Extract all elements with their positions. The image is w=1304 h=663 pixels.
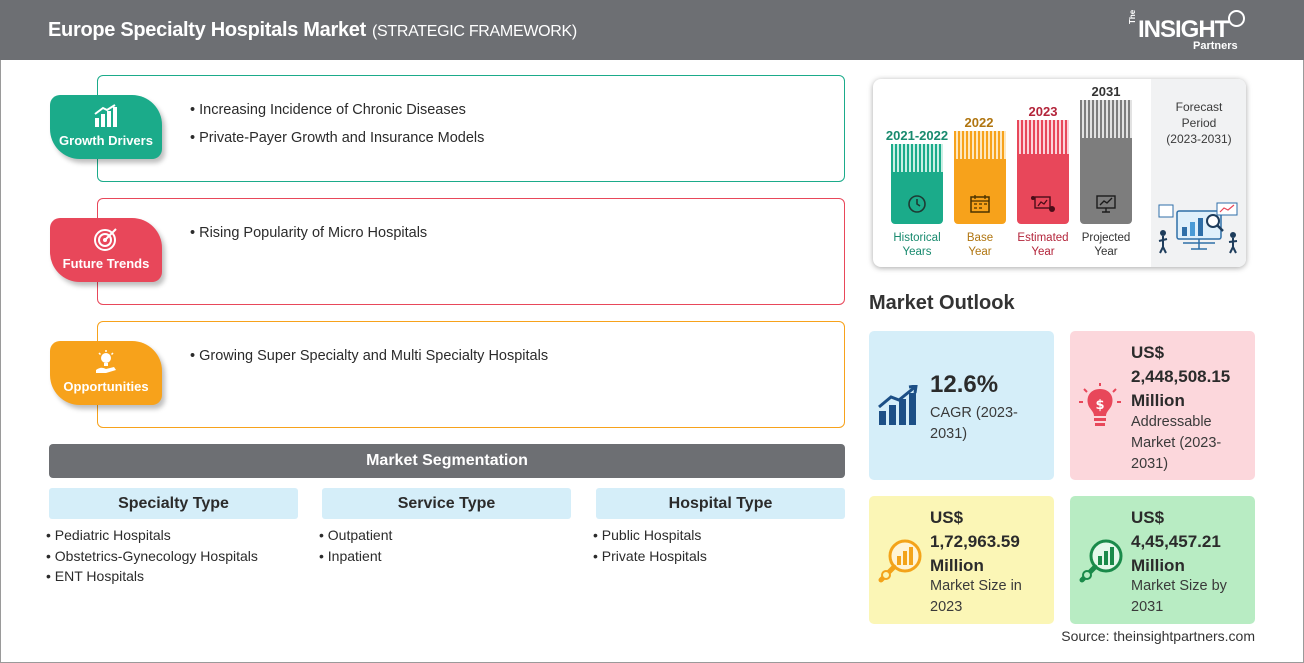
segment-heading: Service Type: [322, 488, 571, 519]
list-item: • Growing Super Specialty and Multi Spec…: [190, 348, 549, 364]
timeline-bar-historical: [891, 144, 943, 224]
list-item: • ENT Hospitals: [46, 568, 145, 584]
tag-label: Future Trends: [62, 256, 150, 271]
opportunities-list: • Growing Super Specialty and Multi Spec…: [190, 342, 548, 370]
segment-service-type: Service Type • Outpatient • Inpatient: [319, 488, 571, 566]
logo-ring-icon: [1228, 10, 1245, 27]
market-outlook-title: Market Outlook: [869, 292, 1015, 314]
logo-the: The: [1128, 9, 1137, 24]
segment-specialty-type: Specialty Type • Pediatric Hospitals • O…: [46, 488, 298, 587]
header-bar: Europe Specialty Hospitals Market (STRATE…: [0, 0, 1304, 60]
year-label: 2021-2022: [885, 128, 949, 143]
target-icon: [50, 227, 162, 251]
segment-heading: Hospital Type: [596, 488, 845, 519]
opportunities-box: • Growing Super Specialty and Multi Spec…: [97, 321, 845, 428]
svg-text:$: $: [1095, 398, 1104, 413]
year-label: 2023: [1028, 104, 1058, 119]
list-item: • Outpatient: [319, 527, 393, 543]
growth-drivers-tag: Growth Drivers: [50, 95, 162, 159]
calendar-icon: [954, 194, 1006, 214]
analyst-illustration-icon: [1155, 197, 1243, 260]
timeline-bar-base: [954, 131, 1006, 224]
market-forecast-icon: [1078, 538, 1124, 589]
list-item: • Rising Popularity of Micro Hospitals: [190, 225, 428, 241]
logo-sub: Partners: [1193, 40, 1238, 52]
timeline-bar-estimated: [1017, 120, 1069, 224]
projection-icon: [1080, 194, 1132, 214]
list-item: • Pediatric Hospitals: [46, 527, 171, 543]
opportunities-tag: Opportunities: [50, 341, 162, 405]
title-text: Europe Specialty Hospitals Market: [48, 19, 366, 41]
cagr-value: 12.6%: [930, 371, 999, 398]
timeline-bar-projected: [1080, 100, 1132, 224]
history-icon: [891, 194, 943, 214]
cagr-desc: CAGR (2023-2031): [930, 405, 1018, 442]
subtitle-text: (STRATEGIC FRAMEWORK): [371, 23, 577, 40]
list-item: • Private-Payer Growth and Insurance Mod…: [190, 130, 485, 146]
cagr-card: 12.6% CAGR (2023-2031): [869, 331, 1054, 480]
tag-label: Growth Drivers: [59, 133, 153, 148]
year-label: 2022: [964, 115, 994, 130]
logo-main: INSIGHT: [1138, 16, 1229, 43]
list-item: • Private Hospitals: [593, 547, 707, 564]
growth-drivers-box: • Increasing Incidence of Chronic Diseas…: [97, 75, 845, 182]
year-label: 2031: [1091, 84, 1121, 99]
page-title: Europe Specialty Hospitals Market (STRATE…: [48, 19, 577, 42]
future-trends-box: • Rising Popularity of Micro Hospitals: [97, 198, 845, 305]
segment-heading: Specialty Type: [49, 488, 298, 519]
growth-chart-icon: [50, 104, 162, 128]
growth-drivers-list: • Increasing Incidence of Chronic Diseas…: [190, 96, 484, 152]
insight-partners-logo: The INSIGHT Partners: [1128, 10, 1248, 54]
list-item: • Obstetrics-Gynecology Hospitals: [46, 547, 258, 564]
list-item: • Increasing Incidence of Chronic Diseas…: [190, 102, 466, 118]
list-item: • Public Hospitals: [593, 527, 702, 543]
dollar-bulb-icon: $: [1078, 383, 1122, 434]
source-note: Source: theinsightpartners.com: [1061, 628, 1255, 644]
estimate-icon: [1017, 194, 1069, 214]
market-segmentation-bar: Market Segmentation: [49, 444, 845, 478]
future-trends-tag: Future Trends: [50, 218, 162, 282]
future-trends-list: • Rising Popularity of Micro Hospitals: [190, 219, 427, 247]
idea-hand-icon: [50, 350, 162, 374]
market-size-icon: [877, 538, 923, 589]
tag-label: Opportunities: [63, 379, 149, 394]
growth-chart-icon: [877, 384, 921, 432]
list-item: • Inpatient: [319, 547, 382, 564]
segment-hospital-type: Hospital Type • Public Hospitals • Priva…: [593, 488, 845, 566]
